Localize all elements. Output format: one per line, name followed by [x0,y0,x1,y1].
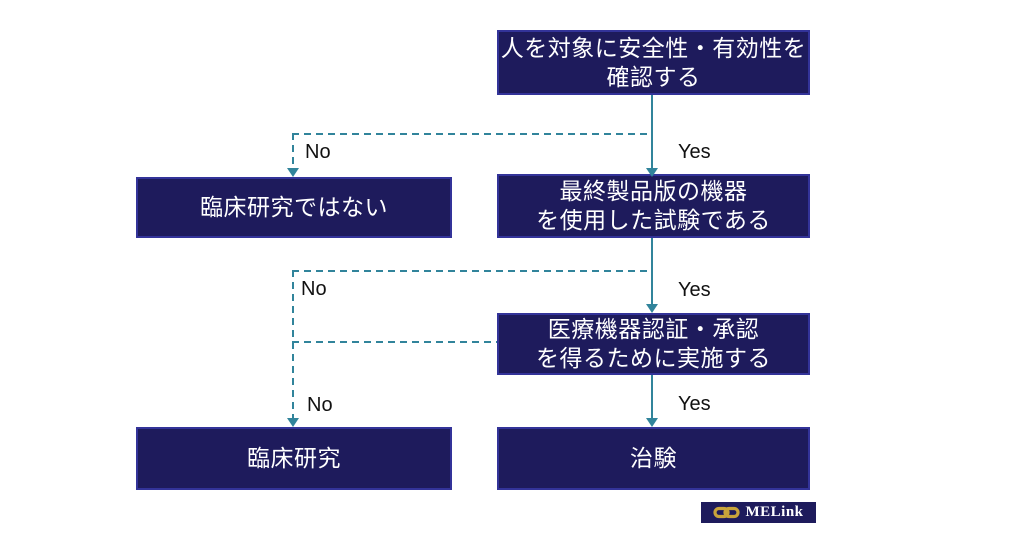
edge-label-no-2: No [301,278,327,300]
node-text-line: 医療機器認証・承認 [547,316,760,343]
node-text-line: 治験 [630,445,677,472]
edge-label-no-3: No [307,394,333,416]
edge-no-3-horizontal-line [292,341,497,343]
node-text-line: 人を対象に安全性・有効性を [500,34,807,61]
arrow-down-icon [646,418,658,427]
edge-no-1-vertical-line [292,133,294,169]
node-final-product-test: 最終製品版の機器 を使用した試験である [497,174,810,238]
arrow-down-icon [646,168,658,177]
edge-yes-1-line [651,95,653,169]
chain-link-icon [713,506,741,519]
edge-label-no-1: No [305,141,331,163]
arrow-down-icon [287,418,299,427]
node-not-clinical-research: 臨床研究ではない [136,177,452,238]
edge-label-yes-3: Yes [678,393,711,415]
node-text-line: 最終製品版の機器 [559,178,748,205]
node-clinical-research: 臨床研究 [136,427,452,490]
edge-yes-3-line [651,375,653,419]
node-text-line: を使用した試験である [536,207,771,233]
arrow-down-icon [646,304,658,313]
edge-no-2-horizontal-line [292,270,652,272]
node-text-line: 確認する [606,63,701,90]
node-text-line: 臨床研究ではない [200,194,388,221]
edge-no-1-horizontal-line [292,133,652,135]
edge-no-2-vertical-line [292,270,294,419]
edge-yes-2-line [651,238,653,305]
node-clinical-trial: 治験 [497,427,810,490]
node-text-line: を得るために実施する [536,345,771,371]
node-confirm-safety: 人を対象に安全性・有効性を 確認する [497,30,810,95]
arrow-down-icon [287,168,299,177]
node-approval-purpose: 医療機器認証・承認 を得るために実施する [497,313,810,375]
melink-logo: MELink [701,502,816,523]
edge-label-yes-2: Yes [678,279,711,301]
node-text-line: 臨床研究 [247,445,341,472]
logo-text: MELink [745,504,804,520]
edge-label-yes-1: Yes [678,141,711,163]
